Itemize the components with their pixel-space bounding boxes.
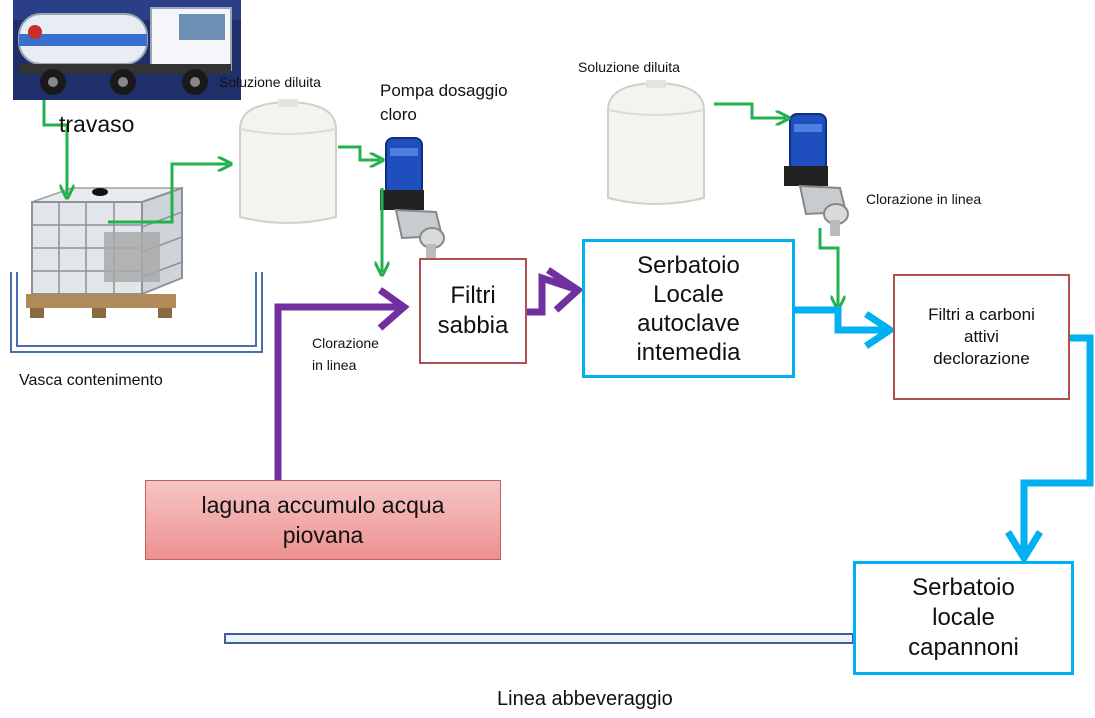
dosing-pump-label: Pompa dosaggio cloro [380,81,508,124]
sand-filter-label: Filtri sabbia [437,282,509,339]
intermediate-tank-label: Serbatoio Locale autoclave intemedia [636,251,741,366]
solution-tank-icon [239,99,337,224]
travaso-label: travaso [59,111,135,137]
barns-tank-box: Serbatoio locale capannoni [853,561,1074,675]
rainwater-lagoon-box: laguna accumulo acqua piovana [145,480,501,560]
chlorine-lines [42,100,838,306]
water-line [795,306,1094,565]
intermediate-tank-box: Serbatoio Locale autoclave intemedia [582,239,795,378]
rainwater-line [274,267,584,482]
dilute-solution-label-1: Soluzione diluita [219,74,321,90]
dosing-pump-icon [380,137,445,260]
rainwater-lagoon-label: laguna accumulo acqua piovana [201,492,445,548]
dilute-solution-label-2: Soluzione diluita [578,59,680,75]
drinking-line-label: Linea abbeveraggio [497,688,673,710]
solution-tank-icon [607,80,705,205]
inline-chlorination-label-left: Clorazione in linea [312,335,379,373]
tanker-truck-icon [13,0,241,100]
carbon-filter-label: Filtri a carboni attivi declorazione [928,305,1035,368]
carbon-filter-box: Filtri a carboni attivi declorazione [893,274,1070,400]
inline-chlorination-label-right: Clorazione in linea [866,191,982,207]
dosing-pump-icon [784,113,849,236]
sand-filter-box: Filtri sabbia [419,258,527,364]
barns-tank-label: Serbatoio locale capannoni [908,574,1019,661]
containment-basin-label: Vasca contenimento [19,372,163,389]
drinking-line-pipe [224,633,854,644]
containment-basin-icon [10,272,263,353]
